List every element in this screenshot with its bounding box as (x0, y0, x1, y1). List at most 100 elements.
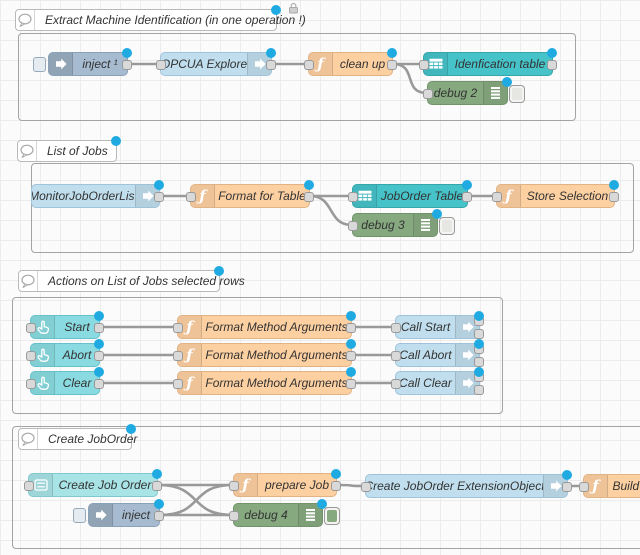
changed-indicator-dot (547, 48, 557, 58)
output-port[interactable] (346, 379, 356, 389)
wire-prepare-to-cjoeo[interactable] (336, 483, 366, 488)
wire-cleanup-to-debug2[interactable] (392, 62, 428, 95)
input-port[interactable] (419, 60, 429, 70)
node-abort[interactable]: Abort (26, 339, 104, 367)
node-callabort[interactable]: Call Abort (391, 339, 484, 367)
output-port[interactable] (94, 351, 104, 361)
input-port[interactable] (173, 351, 183, 361)
node-opcua[interactable]: OPCUA Explore (156, 48, 276, 76)
input-port[interactable] (492, 192, 502, 202)
changed-indicator-dot (474, 311, 484, 321)
input-port[interactable] (579, 482, 589, 492)
lock-icon (288, 1, 299, 19)
create-joborder-group[interactable] (12, 426, 640, 549)
link-arrow-icon (455, 316, 479, 338)
input-port[interactable] (304, 60, 314, 70)
output-port[interactable] (94, 379, 104, 389)
input-port[interactable] (186, 192, 196, 202)
node-cjoeo[interactable]: Create JobOrder ExtensionObject (361, 470, 572, 498)
node-identtable[interactable]: Idenfication table (419, 48, 557, 76)
input-port[interactable] (348, 192, 358, 202)
debug-toggle-button[interactable] (439, 217, 455, 235)
output-port-2[interactable] (474, 329, 484, 339)
output-port[interactable] (154, 192, 164, 202)
function-f-icon: ƒ (178, 344, 202, 366)
input-port[interactable] (229, 511, 239, 521)
input-port[interactable] (26, 351, 36, 361)
node-callclear[interactable]: Call Clear (391, 367, 484, 395)
output-port[interactable] (387, 60, 397, 70)
node-inject1[interactable]: inject ¹ (33, 48, 132, 76)
node-debug3[interactable]: debug 3 (348, 209, 455, 237)
output-port-2[interactable] (474, 385, 484, 395)
input-port[interactable] (24, 481, 34, 491)
node-callstart[interactable]: Call Start (391, 311, 484, 339)
form-lines-icon (29, 474, 53, 496)
input-port[interactable] (26, 323, 36, 333)
comment-bubble-icon (18, 141, 37, 161)
output-port[interactable] (94, 323, 104, 333)
wire-inject2-to-prepare[interactable] (159, 483, 234, 517)
output-port[interactable] (304, 192, 314, 202)
input-port[interactable] (391, 379, 401, 389)
output-port[interactable] (346, 351, 356, 361)
output-port[interactable] (266, 60, 276, 70)
input-port[interactable] (361, 482, 371, 492)
comment-node[interactable]: Actions on List of Jobs selected rows (18, 266, 245, 292)
input-port[interactable] (26, 379, 36, 389)
comment-node[interactable]: List of Jobs (17, 136, 121, 162)
output-port[interactable] (122, 60, 132, 70)
output-port[interactable] (462, 192, 472, 202)
input-port[interactable] (173, 379, 183, 389)
output-port-2[interactable] (474, 357, 484, 367)
inject-trigger-button[interactable] (73, 508, 86, 523)
debug-toggle-button[interactable] (324, 507, 340, 525)
node-jot[interactable]: JobOrder Table (348, 180, 472, 208)
input-port[interactable] (156, 60, 166, 70)
actions-on-list-group[interactable] (12, 297, 503, 414)
comment-node[interactable]: Extract Machine Identification (in one o… (15, 5, 306, 31)
output-port[interactable] (547, 60, 557, 70)
node-debug4[interactable]: debug 4 (229, 499, 340, 527)
node-clear[interactable]: Clear (26, 367, 104, 395)
input-port[interactable] (391, 351, 401, 361)
extract-machine-identification-group[interactable] (18, 33, 576, 121)
output-port[interactable] (562, 482, 572, 492)
output-port[interactable] (152, 481, 162, 491)
input-port[interactable] (391, 323, 401, 333)
output-port[interactable] (346, 323, 356, 333)
node-label: Idenfication table (454, 57, 546, 71)
inject-trigger-button[interactable] (33, 57, 46, 72)
output-port[interactable] (154, 511, 164, 521)
changed-indicator-dot (474, 367, 484, 377)
wire-fft-to-debug3[interactable] (309, 194, 353, 227)
changed-indicator-dot (111, 136, 121, 146)
node-monitor[interactable]: MonitorJobOrderList (31, 180, 164, 208)
input-port[interactable] (229, 481, 239, 491)
comment-label: List of Jobs (47, 144, 108, 158)
input-port[interactable] (348, 221, 358, 231)
node-debug2[interactable]: debug 2 (423, 77, 525, 105)
node-label: debug 4 (244, 508, 288, 522)
comment-node[interactable]: Create JobOrder (18, 424, 137, 450)
debug-toggle-button[interactable] (509, 85, 525, 103)
function-f-glyph: ƒ (186, 373, 193, 392)
output-port[interactable] (609, 192, 619, 202)
node-start[interactable]: Start (26, 311, 104, 339)
input-port[interactable] (423, 89, 433, 99)
node-cjo[interactable]: Create Job Order (24, 469, 162, 497)
node-inject2[interactable]: inject (73, 499, 164, 527)
list-of-jobs-group[interactable] (31, 163, 634, 253)
output-port[interactable] (331, 481, 341, 491)
input-port[interactable] (173, 323, 183, 333)
